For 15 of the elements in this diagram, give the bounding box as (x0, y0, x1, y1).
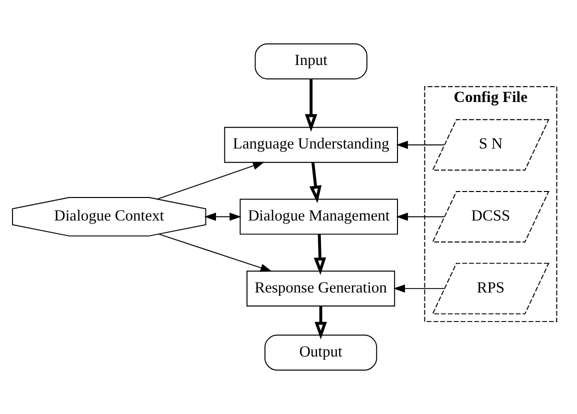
arrow (158, 234, 272, 272)
arrow (396, 212, 445, 221)
node-box: Response Generation (246, 270, 396, 307)
node-box: Language Understanding (224, 126, 398, 163)
arrow (396, 140, 445, 149)
arrow (304, 79, 318, 132)
node-box: Dialogue Management (240, 198, 398, 235)
arrow (309, 162, 322, 204)
arrow (156, 162, 265, 200)
arrow (393, 284, 445, 293)
node-box: Output (264, 334, 378, 371)
arrow (204, 212, 242, 221)
arrow (314, 306, 327, 340)
arrow (314, 234, 326, 276)
node-box: Input (254, 43, 368, 80)
